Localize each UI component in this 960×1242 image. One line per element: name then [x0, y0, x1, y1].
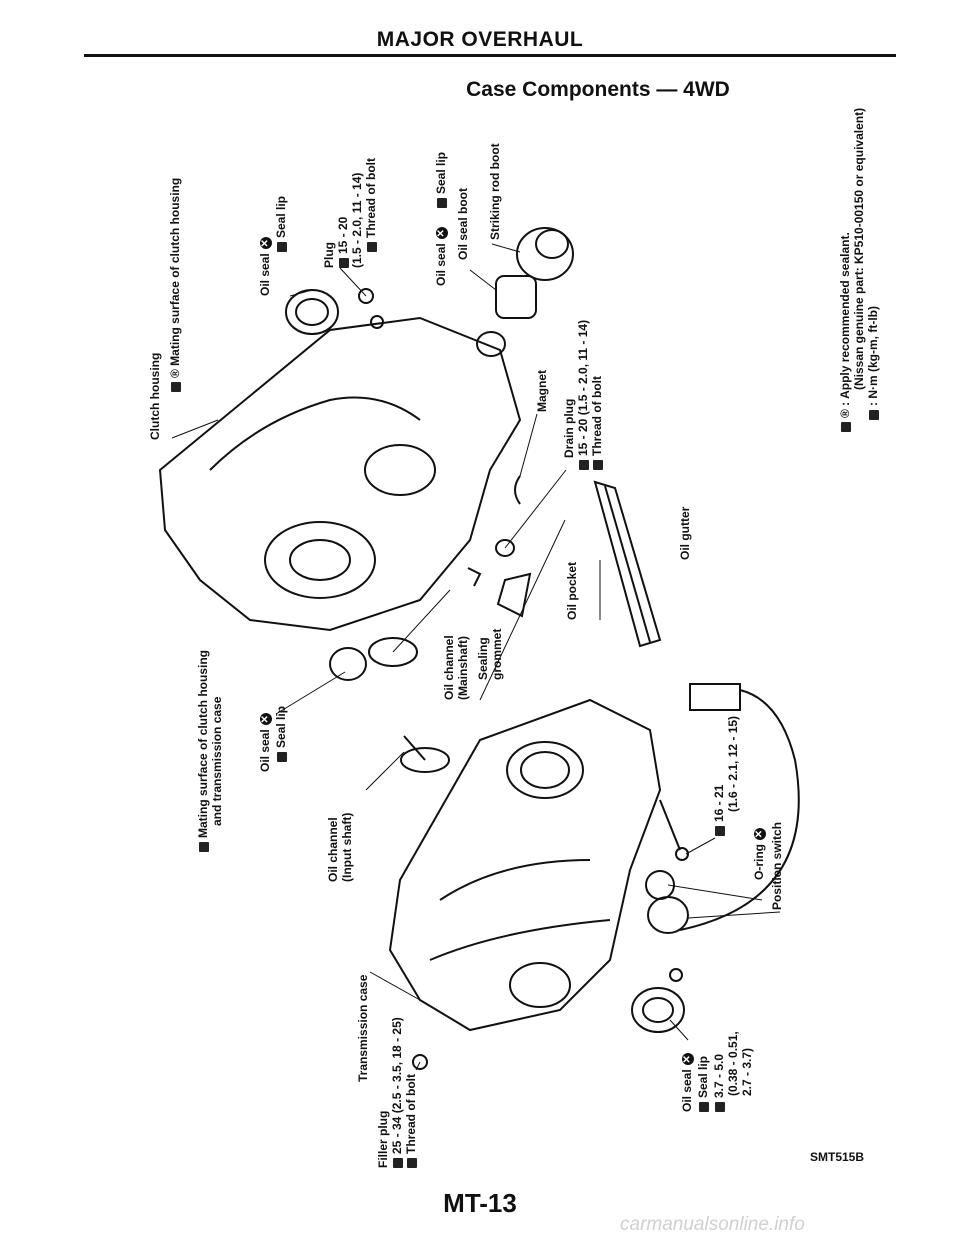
- label-clutch-housing: Clutch housing: [148, 352, 162, 440]
- oil-seal-top: [285, 289, 339, 335]
- label-transmission-case: Transmission case: [356, 974, 370, 1082]
- label-bottom-torque: 3.7 - 5.0: [712, 1054, 726, 1112]
- label-filler-plug: Filler plug: [376, 1110, 390, 1168]
- label-o-ring: O-ring✕: [752, 828, 766, 880]
- legend-line-1: ® : Apply recommended sealant.: [838, 232, 852, 432]
- magnet: [514, 475, 521, 505]
- label-oil-gutter: Oil gutter: [678, 506, 692, 560]
- sealant-icon: [198, 842, 209, 852]
- label-sealing-grommet: Sealing: [476, 637, 490, 680]
- sealant-icon: [840, 422, 851, 432]
- sealant-icon: [592, 460, 603, 470]
- oil-seal-boot: [495, 275, 537, 319]
- switch-connector: [689, 683, 741, 711]
- label-plug-thread: Thread of bolt: [364, 158, 378, 252]
- clutch-housing-shape: [158, 316, 522, 632]
- page-header: MAJOR OVERHAUL: [376, 28, 584, 51]
- label-mating-surface-clutch: ® Mating surface of clutch housing: [168, 178, 182, 392]
- label-plug: Plug: [322, 242, 336, 268]
- label-position-switch: Position switch: [770, 821, 784, 910]
- label-filler-torque: 25 - 34 (2.5 - 3.5, 18 - 25): [390, 1017, 404, 1168]
- label-mating-surface-case: Mating surface of clutch housing: [196, 650, 210, 852]
- label-oil-seal-top: Oil seal✕: [258, 237, 272, 296]
- label-sealing-grommet-2: grommet: [490, 628, 504, 680]
- label-plug-torque-alt: (1.5 - 2.0, 11 - 14): [350, 172, 364, 268]
- oil-pocket: [496, 572, 532, 618]
- grease-icon: [436, 198, 447, 208]
- torque-icon: [578, 460, 589, 470]
- label-oil-channel-input-2: (Input shaft): [340, 812, 354, 882]
- sealant-icon: [170, 382, 181, 392]
- label-striking-rod-boot: Striking rod boot: [488, 143, 502, 240]
- label-plug-torque: 15 - 20: [336, 217, 350, 268]
- case-bolt: [659, 799, 681, 851]
- label-bolt-torque-alt: (1.6 - 2.1, 12 - 15): [726, 715, 740, 812]
- label-bolt-torque: 16 - 21: [712, 785, 726, 836]
- figure-code: SMT515B: [810, 1150, 865, 1164]
- oil-channel-mainshaft: [368, 637, 418, 667]
- label-mating-surface-case-2: and transmission case: [210, 696, 224, 826]
- oil-gutter: [593, 480, 662, 648]
- page-subtitle: Case Components — 4WD: [466, 78, 730, 101]
- grease-icon: [276, 752, 287, 762]
- replace-icon: ✕: [753, 828, 766, 840]
- clutch-bore: [264, 521, 376, 599]
- label-drain-plug: Drain plug: [562, 398, 576, 458]
- grease-icon: [698, 1102, 709, 1112]
- torque-icon: [392, 1158, 403, 1168]
- oil-channel-input: [400, 747, 450, 773]
- position-switch: [647, 896, 689, 934]
- replace-icon: ✕: [435, 227, 448, 240]
- transmission-case-shape: [388, 698, 662, 1032]
- striking-rod-boot: [516, 227, 574, 281]
- label-oil-channel-input: Oil channel: [326, 817, 340, 882]
- label-seal-lip-right: Seal lip: [434, 152, 448, 208]
- label-oil-channel-main-2: (Mainshaft): [456, 636, 470, 700]
- oil-seal-mid: [329, 647, 367, 681]
- replace-icon: ✕: [259, 237, 272, 250]
- label-filler-thread: Thread of bolt: [404, 1074, 418, 1168]
- label-drain-torque: 15 - 20 (1.5 - 2.0, 11 - 14): [576, 320, 590, 470]
- label-seal-lip-top: Seal lip: [274, 196, 288, 252]
- torque-icon: [868, 410, 879, 420]
- header-rule: [84, 54, 896, 57]
- torque-icon: [338, 258, 349, 268]
- sealant-icon: [366, 242, 377, 252]
- plug-top: [358, 288, 374, 304]
- grease-icon: [276, 242, 287, 252]
- sealant-icon: [406, 1158, 417, 1168]
- label-oil-seal-mid: Oil seal✕: [258, 713, 272, 772]
- label-oil-seal-boot: Oil seal boot: [456, 187, 470, 260]
- legend-line-3: : N·m (kg-m, ft-lb): [866, 306, 880, 420]
- label-seal-lip-mid: Seal lip: [274, 706, 288, 762]
- label-seal-lip-bottom: Seal lip: [696, 1056, 710, 1112]
- filler-plug: [412, 1054, 428, 1070]
- oil-seal-bottom: [631, 987, 685, 1033]
- label-bottom-torque-alt: (0.38 - 0.51,: [726, 1031, 740, 1096]
- label-oil-seal-bottom: Oil seal✕: [680, 1053, 694, 1112]
- legend-line-2: (Nissan genuine part: KP510-00150 or equ…: [852, 107, 866, 390]
- label-oil-seal-right: Oil seal✕: [434, 227, 448, 286]
- label-oil-channel-main: Oil channel: [442, 635, 456, 700]
- torque-icon: [714, 1102, 725, 1112]
- label-bottom-torque-alt2: 2.7 - 3.7): [740, 1047, 754, 1096]
- torque-icon: [714, 826, 725, 836]
- watermark: carmanualsonline.info: [620, 1214, 805, 1235]
- label-oil-pocket: Oil pocket: [565, 561, 579, 620]
- replace-icon: ✕: [681, 1053, 694, 1066]
- page-number: MT-13: [443, 1188, 517, 1218]
- label-drain-thread: Thread of bolt: [590, 376, 604, 470]
- position-switch-wire: [679, 689, 800, 931]
- replace-icon: ✕: [259, 713, 272, 726]
- label-magnet: Magnet: [535, 370, 549, 412]
